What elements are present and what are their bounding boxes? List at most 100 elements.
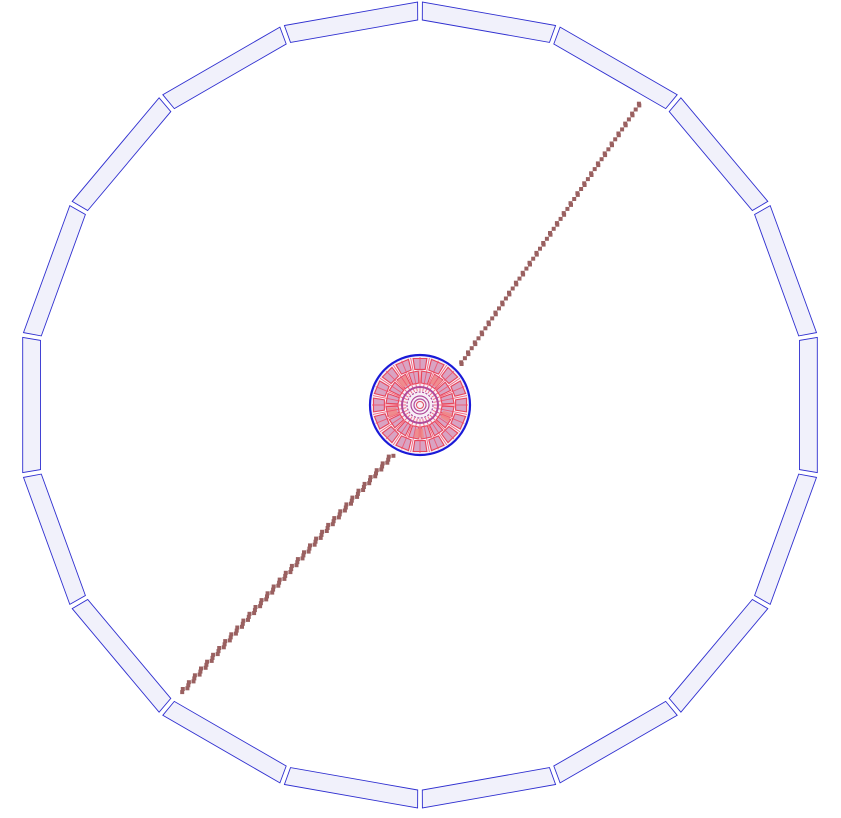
track-hit [252, 608, 257, 613]
track-hit [228, 635, 233, 640]
track-hit [186, 680, 191, 685]
inner-detector [368, 353, 472, 457]
track-hit [572, 197, 577, 201]
calorimeter-radial-line [432, 409, 465, 424]
track-hit [582, 181, 587, 186]
track-hit [282, 576, 287, 581]
outer-ring-module [283, 1, 419, 43]
track-hit [373, 474, 378, 479]
track-hit [283, 570, 288, 575]
calorimeter-radial-line [432, 386, 465, 401]
outer-ring-module [162, 26, 287, 110]
track-hit [294, 563, 299, 568]
track-hit [204, 662, 209, 667]
track-hit [252, 611, 257, 616]
track-hit [210, 655, 215, 660]
track-hit [344, 502, 349, 507]
track-hit [558, 216, 563, 221]
track-hit [338, 509, 343, 514]
track-hit [277, 580, 282, 585]
track-hit [479, 330, 484, 335]
track-hit [356, 488, 361, 493]
calorimeter-radial-line [431, 377, 461, 398]
track-hit [510, 286, 515, 291]
track-hit [361, 488, 366, 492]
calorimeter-radial-line [424, 417, 439, 450]
outer-ring-module [22, 473, 86, 606]
track-hit [507, 290, 511, 295]
track-hit [497, 306, 501, 311]
track-hit [368, 478, 372, 483]
track-hit [265, 591, 270, 596]
track-hit [548, 231, 552, 235]
track-hit [253, 605, 258, 609]
calorimeter-radial-line [375, 409, 408, 424]
track-hit [551, 226, 556, 231]
track-hit [469, 346, 474, 351]
calorimeter-cell [373, 380, 390, 397]
track-hit [233, 631, 238, 636]
track-hit [319, 532, 324, 537]
track-hit [325, 526, 330, 530]
track-hit [527, 260, 532, 265]
track-hit [258, 604, 263, 609]
outer-ring-module [553, 26, 678, 110]
track-hit [374, 468, 379, 473]
calorimeter-radial-line [392, 416, 413, 446]
calorimeter-radial-line [422, 357, 430, 392]
track-hit [283, 573, 288, 578]
track-hit [386, 457, 391, 462]
outer-ring-module [283, 767, 419, 809]
track-hit [180, 690, 185, 695]
track-hit [324, 529, 329, 533]
track-hit [185, 686, 190, 691]
outer-ring-module [22, 336, 41, 474]
outer-muon-ring [22, 1, 818, 809]
track-hit [342, 508, 347, 513]
outer-ring-module [71, 97, 172, 212]
track-hit [520, 270, 525, 275]
track-hit [246, 617, 250, 622]
calorimeter-cell [440, 392, 455, 405]
track-hit [192, 676, 197, 681]
calorimeter-radial-line [422, 418, 430, 453]
calorimeter-radial-line [372, 407, 407, 415]
calorimeter-cell [450, 413, 467, 430]
calorimeter-radial-line [379, 377, 409, 398]
calorimeter-radial-line [392, 364, 413, 394]
calorimeter-cell [428, 358, 445, 375]
track-hit [198, 669, 203, 674]
tracker-layer [406, 391, 434, 419]
track-hit [312, 542, 317, 547]
track-hit [240, 621, 245, 626]
tracker-layer [410, 395, 430, 415]
track-hit [289, 567, 294, 572]
track-hit [606, 147, 611, 152]
track-hit [265, 594, 269, 599]
track-hit [313, 539, 318, 544]
track-hit [374, 471, 378, 476]
track-hit [295, 560, 300, 565]
calorimeter-radial-line [401, 360, 416, 393]
track-hit [307, 546, 312, 551]
calorimeter-radial-line [385, 370, 411, 396]
calorimeter-cell [373, 413, 390, 430]
track-hit [295, 557, 300, 562]
track-hit [538, 246, 542, 251]
track-hit [575, 191, 580, 196]
calorimeter-cell [395, 435, 412, 452]
calorimeter-cell [385, 392, 400, 405]
track-hit [544, 236, 549, 241]
calorimeter-radial-line [385, 414, 411, 440]
track-hit [517, 276, 522, 281]
track-hit [554, 221, 559, 226]
track-hit [211, 652, 216, 657]
track-hit [221, 645, 226, 650]
track-hit [476, 336, 481, 341]
track-hit [215, 652, 220, 657]
track-hit [355, 494, 360, 499]
calorimeter-cell [428, 435, 445, 452]
track-hit [222, 642, 227, 647]
track-hit [343, 505, 348, 510]
calorimeter-radial-line [427, 416, 448, 446]
